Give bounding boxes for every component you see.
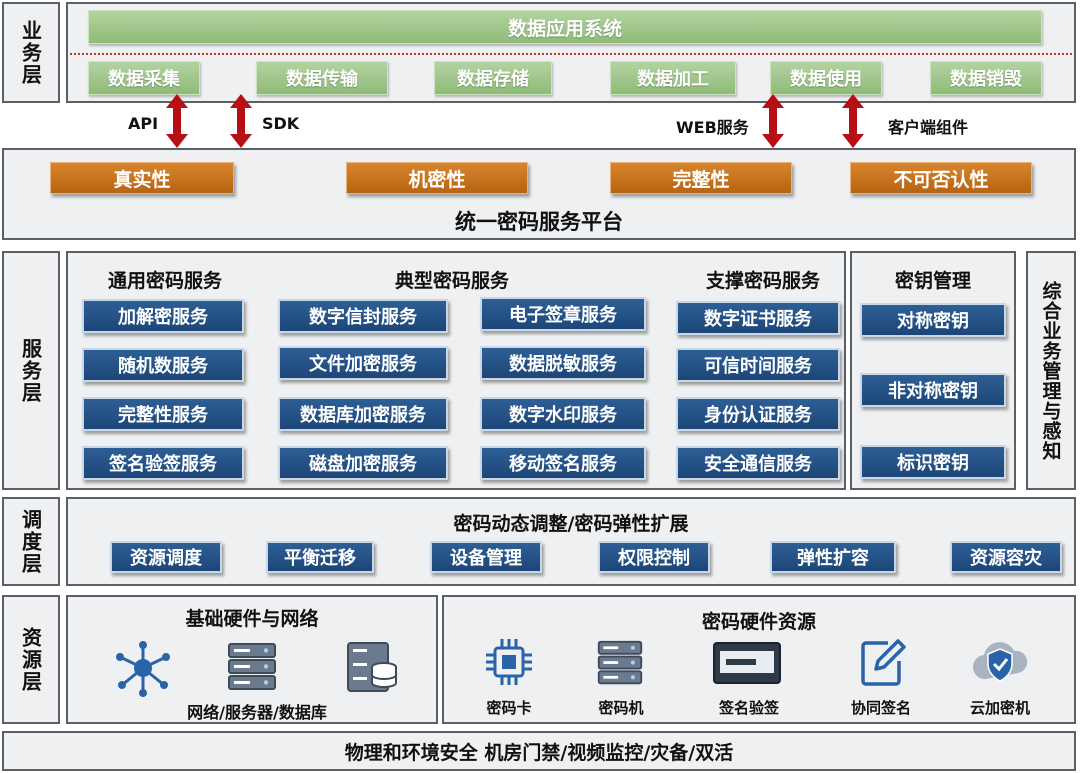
- data-application-system-bar[interactable]: 数据应用系统: [88, 10, 1042, 44]
- crypto-item-label-3: 协同签名: [850, 699, 911, 717]
- property-confidentiality[interactable]: 机密性: [346, 162, 528, 194]
- property-integrity[interactable]: 完整性: [610, 162, 792, 194]
- asymmetric-key[interactable]: 非对称密钥: [860, 373, 1006, 407]
- business-item-0[interactable]: 数据采集: [88, 61, 200, 95]
- business-layer-label: 业务层: [2, 2, 60, 103]
- identity-key[interactable]: 标识密钥: [860, 445, 1006, 479]
- crypto-item-label-0: 密码卡: [486, 699, 532, 717]
- typical-service-col2-0[interactable]: 电子签章服务: [480, 297, 646, 331]
- crypto-hardware-title: 密码硬件资源: [701, 611, 816, 633]
- crypto-item-label-4: 云加密机: [969, 699, 1030, 717]
- infra-hardware-title: 基础硬件与网络: [185, 608, 319, 630]
- platform-panel: 真实性 机密性 完整性 不可否认性 统一密码服务平台: [2, 148, 1076, 240]
- schedule-item-0[interactable]: 资源调度: [110, 541, 222, 573]
- database-icon: [347, 642, 397, 692]
- typical-service-col1-1[interactable]: 文件加密服务: [278, 346, 448, 380]
- network-icon: [116, 641, 170, 697]
- web-service-label: WEB服务: [676, 118, 749, 137]
- crypto-item-label-2: 签名验签: [718, 699, 779, 717]
- typical-service-col1-0[interactable]: 数字信封服务: [278, 299, 448, 333]
- general-service-3[interactable]: 签名验签服务: [82, 446, 244, 480]
- resource-layer-label: 资源层: [2, 595, 60, 724]
- general-service-0[interactable]: 加解密服务: [82, 299, 244, 333]
- support-service-2[interactable]: 身份认证服务: [676, 397, 840, 431]
- sdk-label: SDK: [262, 114, 300, 133]
- business-item-2[interactable]: 数据存储: [434, 61, 552, 95]
- server-icon: [228, 643, 276, 690]
- symmetric-key[interactable]: 对称密钥: [860, 303, 1006, 337]
- schedule-layer-label: 调度层: [2, 497, 60, 586]
- schedule-item-2[interactable]: 设备管理: [430, 541, 542, 573]
- business-layer-panel: 数据应用系统 数据采集 数据传输 数据存储 数据加工 数据使用 数据销毁: [66, 2, 1076, 103]
- client-double-arrow-icon: [842, 94, 864, 148]
- typical-crypto-title: 典型密码服务: [394, 270, 509, 292]
- schedule-item-5[interactable]: 资源容灾: [950, 541, 1062, 573]
- crypto-item-label-1: 密码机: [598, 699, 644, 717]
- chip-icon: [486, 639, 532, 685]
- business-item-4[interactable]: 数据使用: [770, 61, 882, 95]
- web-double-arrow-icon: [762, 94, 784, 148]
- general-service-2[interactable]: 完整性服务: [82, 397, 244, 431]
- general-service-1[interactable]: 随机数服务: [82, 348, 244, 382]
- business-item-5[interactable]: 数据销毁: [930, 61, 1042, 95]
- key-management-panel: 密钥管理 对称密钥 非对称密钥 标识密钥: [850, 251, 1016, 490]
- property-non-repudiation[interactable]: 不可否认性: [850, 162, 1032, 194]
- physical-security-bar: 物理和环境安全 机房门禁/视频监控/灾备/双活: [2, 731, 1076, 771]
- property-authenticity[interactable]: 真实性: [50, 162, 234, 194]
- cloud-shield-icon: [972, 642, 1028, 682]
- infra-caption: 网络/服务器/数据库: [187, 703, 327, 722]
- support-service-1[interactable]: 可信时间服务: [676, 348, 840, 382]
- api-double-arrow-icon: [166, 94, 188, 148]
- api-label: API: [128, 114, 159, 133]
- support-service-3[interactable]: 安全通信服务: [676, 446, 840, 480]
- infra-hardware-panel: 基础硬件与网络 网络/服务器/数据库: [66, 595, 438, 724]
- client-component-label: 客户端组件: [888, 118, 969, 137]
- schedule-layer-panel: 密码动态调整/密码弹性扩展 资源调度 平衡迁移 设备管理 权限控制 弹性扩容 资…: [66, 497, 1076, 586]
- typical-service-col1-3[interactable]: 磁盘加密服务: [278, 446, 448, 480]
- schedule-item-1[interactable]: 平衡迁移: [266, 541, 374, 573]
- sdk-double-arrow-icon: [230, 94, 252, 148]
- service-layer-panel: 通用密码服务 典型密码服务 支撑密码服务 加解密服务 随机数服务 完整性服务 签…: [66, 251, 846, 490]
- schedule-item-3[interactable]: 权限控制: [598, 541, 710, 573]
- key-management-title: 密钥管理: [894, 270, 971, 292]
- service-layer-label: 服务层: [2, 251, 60, 490]
- typical-service-col2-2[interactable]: 数字水印服务: [480, 397, 646, 431]
- support-crypto-title: 支撑密码服务: [705, 270, 820, 292]
- typical-service-col2-1[interactable]: 数据脱敏服务: [480, 346, 646, 380]
- server-icon: [597, 640, 643, 685]
- terminal-icon: [713, 642, 781, 684]
- business-item-3[interactable]: 数据加工: [610, 61, 736, 95]
- typical-service-col2-3[interactable]: 移动签名服务: [480, 446, 646, 480]
- general-crypto-title: 通用密码服务: [107, 270, 222, 292]
- integrated-management-label: 综合业务管理与感知: [1026, 251, 1076, 490]
- business-item-1[interactable]: 数据传输: [256, 61, 388, 95]
- crypto-hardware-panel: 密码硬件资源 密码卡 密码机 签名验签 协同签名 云加密机: [442, 595, 1076, 724]
- schedule-title: 密码动态调整/密码弹性扩展: [453, 513, 689, 535]
- support-service-0[interactable]: 数字证书服务: [676, 301, 840, 335]
- typical-service-col1-2[interactable]: 数据库加密服务: [278, 397, 448, 431]
- platform-title: 统一密码服务平台: [455, 210, 623, 234]
- dotted-divider: [70, 53, 1072, 55]
- sign-edit-icon: [861, 639, 906, 686]
- physical-security-text: 物理和环境安全 机房门禁/视频监控/灾备/双活: [344, 741, 734, 764]
- schedule-item-4[interactable]: 弹性扩容: [770, 541, 896, 573]
